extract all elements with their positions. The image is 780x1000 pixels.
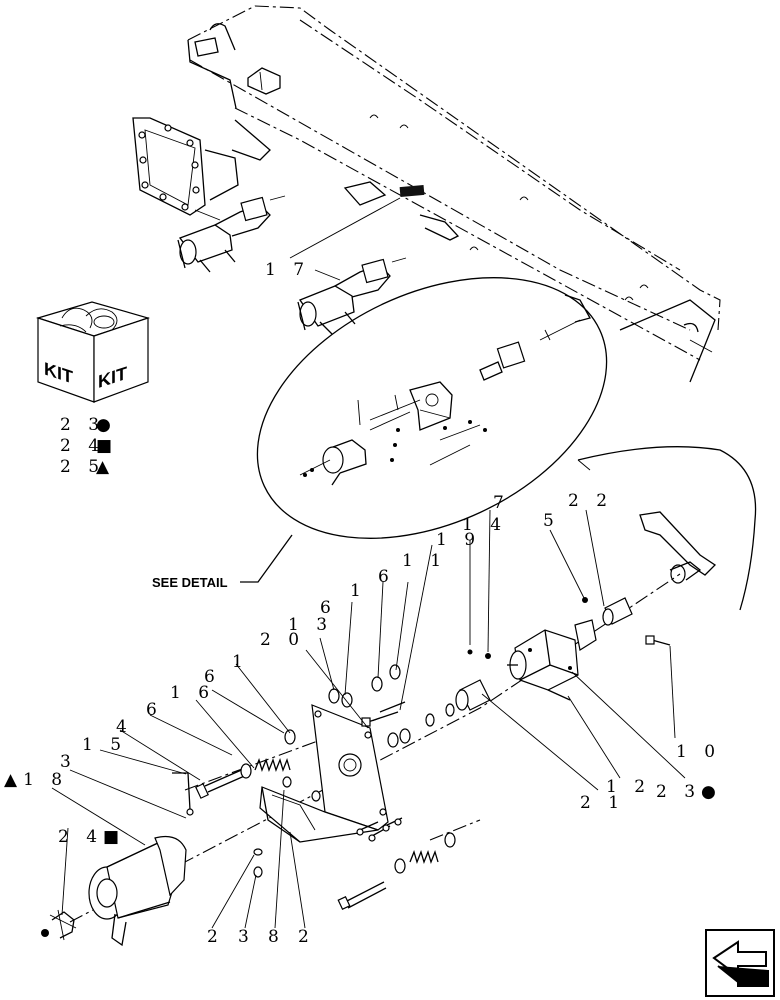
callout-6d: 6 xyxy=(146,700,163,720)
callout-7: 7 xyxy=(493,493,510,513)
kit-box-icon: KIT KIT xyxy=(35,301,151,403)
callout-14: 1 4 xyxy=(462,515,507,535)
motor-18 xyxy=(88,835,187,947)
screws xyxy=(337,701,439,911)
callout-16: 1 6 xyxy=(170,683,215,703)
callout-6a: 6 xyxy=(378,567,395,587)
frame-assembly xyxy=(132,5,721,383)
callout-21: 2 1 xyxy=(580,793,625,813)
callout-10: 1 0 xyxy=(676,742,721,762)
legend-23-symbol: ● xyxy=(96,415,117,435)
bolt-12 xyxy=(547,689,571,701)
legend-24-number: 2 4 xyxy=(60,436,105,456)
callout-19: 1 9 xyxy=(436,530,481,550)
callout-17: 1 7 xyxy=(265,260,310,280)
legend-24-symbol: ■ xyxy=(96,436,118,456)
rod-15 xyxy=(172,772,191,811)
callout-3b: 3 xyxy=(238,927,255,947)
pump-23 xyxy=(507,619,597,691)
callout-13: 1 3 xyxy=(288,615,333,635)
callout-1b: 1 xyxy=(232,652,249,672)
detail-contents xyxy=(299,319,581,486)
callout-2b: 2 xyxy=(298,927,315,947)
see-detail-label: SEE DETAIL xyxy=(152,575,228,590)
callout-3a: 3 xyxy=(60,752,77,772)
kit-legend: 2 3 ● 2 4 ■ 2 5 ▲ xyxy=(60,415,118,477)
callout-22: 2 2 xyxy=(568,491,613,511)
callout-2a: 2 xyxy=(207,927,224,947)
bolt-10 xyxy=(651,639,671,646)
connector-24 xyxy=(41,909,77,941)
motor-assembly-upper-2 xyxy=(297,257,407,335)
callout-1a: 1 xyxy=(350,581,367,601)
callout-24: 2 4■ xyxy=(58,827,125,847)
see-detail-leader xyxy=(240,534,293,583)
washers xyxy=(253,664,456,878)
bolt-4 xyxy=(195,767,250,799)
callout-8: 8 xyxy=(268,927,285,947)
callout-15: 1 5 xyxy=(82,735,127,755)
cover-panel xyxy=(577,446,757,611)
legend-25-number: 2 5 xyxy=(60,457,105,477)
callout-17-leader xyxy=(289,197,401,259)
legend-25-symbol: ▲ xyxy=(96,457,115,477)
callout-6c: 6 xyxy=(204,667,221,687)
callout-numbers: 1 7 7 1 4 2 2 5 1 9 1 1 6 1 1 3 6 2 0 1 … xyxy=(4,260,722,947)
callout-23: 2 3● xyxy=(656,782,722,802)
callout-18: ▲1 8 xyxy=(4,770,68,790)
assembly-axis xyxy=(69,573,681,923)
callout-leaders xyxy=(51,509,686,929)
coupler-21 xyxy=(455,679,491,711)
callout-5: 5 xyxy=(543,511,560,531)
detail-ellipse xyxy=(256,277,608,539)
coupler-22 xyxy=(602,597,633,626)
callout-4: 4 xyxy=(116,717,133,737)
motor-assembly-upper-1 xyxy=(177,195,286,273)
callout-6b: 6 xyxy=(320,598,337,618)
arrow-left-icon[interactable] xyxy=(705,929,775,997)
callout-20: 2 0 xyxy=(260,630,305,650)
mounting-bracket xyxy=(259,704,389,843)
spring-16 xyxy=(240,758,291,779)
callout-11: 1 1 xyxy=(402,551,447,571)
legend-23-number: 2 3 xyxy=(60,415,105,435)
callout-12: 1 2 xyxy=(606,777,651,797)
